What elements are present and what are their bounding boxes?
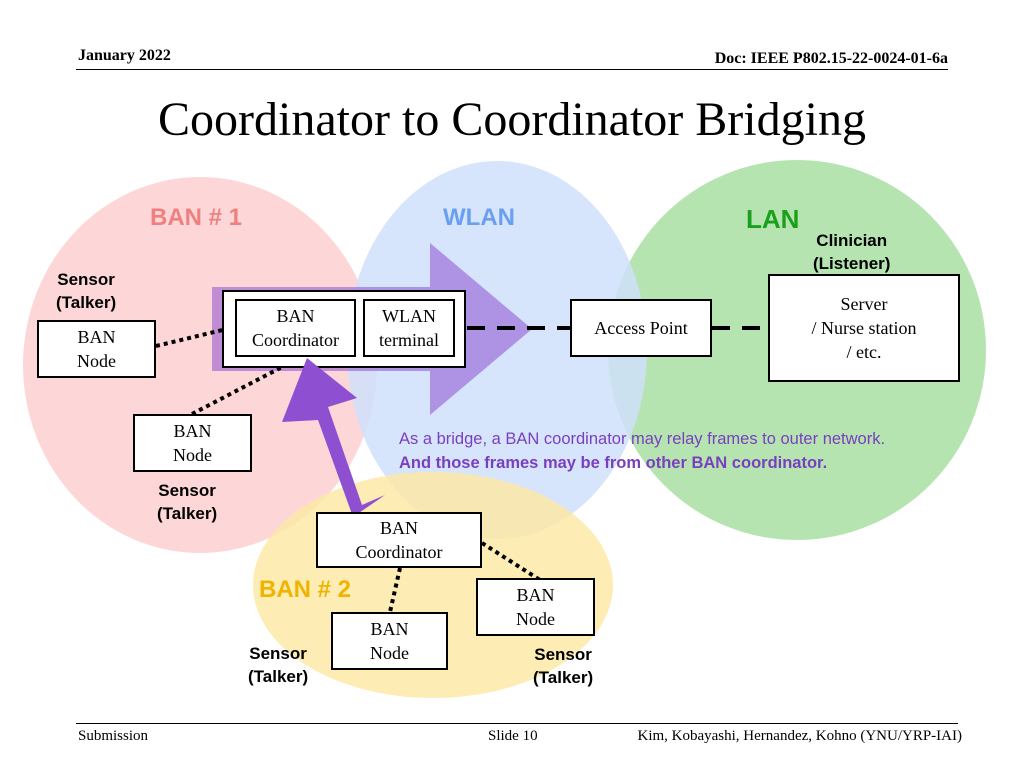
sensor-talker-ban2-left-label: Sensor (Talker) [248,644,309,686]
clinician-listener-label: Clinician (Listener) [813,231,891,273]
relay-arrow-up [282,358,385,517]
header-rule [76,69,948,70]
ban-node-left: BAN Node [37,320,156,378]
ban-coordinator-top: BAN Coordinator [235,299,356,357]
footer-submission: Submission [78,728,149,744]
link-node-left-coord [155,325,236,348]
ban-coordinator-bottom: BAN Coordinator [316,512,482,568]
sensor-talker-ban2-right-label: Sensor (Talker) [533,645,594,687]
note-line-2: And those frames may be from other BAN c… [399,454,828,472]
server-box: Server / Nurse station / etc. [768,274,960,382]
wlan-terminal: WLAN terminal [363,299,455,357]
wlan-label: WLAN [443,204,515,231]
ban-node-mid: BAN Node [133,414,252,472]
ban-node-ban2-right: BAN Node [476,578,595,636]
header-doc: Doc: IEEE P802.15-22-0024-01-6a [714,50,948,67]
sensor-talker-mid-label: Sensor (Talker) [157,481,218,523]
link-coord2-node-right [480,541,542,582]
ban2-label: BAN # 2 [259,576,352,603]
lan-label: LAN [746,204,800,234]
sensor-talker-left-label: Sensor (Talker) [56,270,117,312]
header-date: January 2022 [78,47,171,64]
ban1-region [23,177,377,553]
ban-node-ban2-bottom: BAN Node [331,612,448,670]
footer-slide-number: Slide 10 [488,728,538,744]
footer-rule [76,723,958,724]
ban1-label: BAN # 1 [150,204,243,231]
footer-authors: Kim, Kobayashi, Hernandez, Kohno (YNU/YR… [637,728,962,744]
access-point: Access Point [570,299,712,357]
note-line-1: As a bridge, a BAN coordinator may relay… [399,430,886,448]
page-title: Coordinator to Coordinator Bridging [158,93,866,146]
